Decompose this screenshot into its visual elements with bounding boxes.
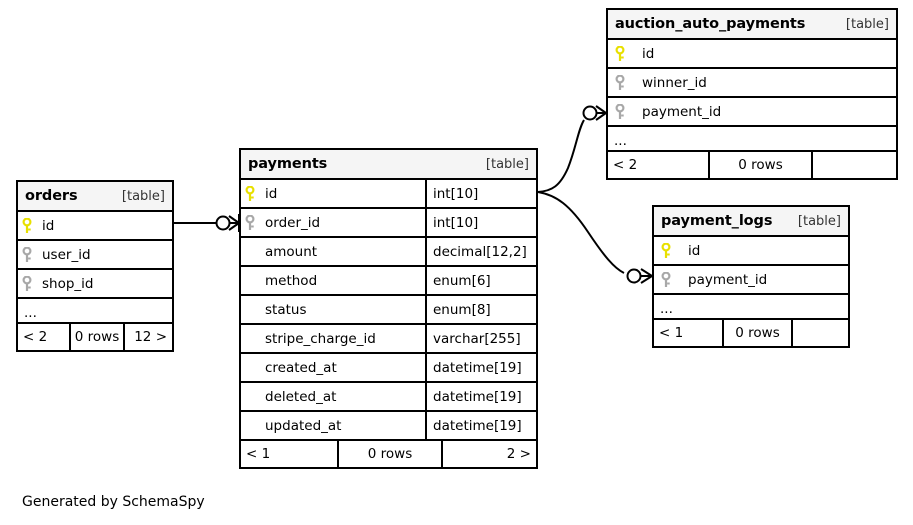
column-row[interactable]: id: [654, 237, 848, 266]
column-name: deleted_at: [265, 388, 337, 405]
column-name: id: [42, 217, 55, 234]
column-row[interactable]: updated_at datetime[19]: [241, 412, 536, 441]
key-placeholder: [241, 354, 259, 381]
column-name: method: [265, 272, 318, 289]
column-type: enum[8]: [425, 296, 536, 323]
key-placeholder: [241, 238, 259, 265]
column-row[interactable]: payment_id: [608, 98, 896, 127]
column-type: int[10]: [425, 180, 536, 207]
parent-relations-count[interactable]: < 1: [659, 325, 684, 341]
generated-by-caption: Generated by SchemaSpy: [22, 494, 205, 510]
key-placeholder: [241, 383, 259, 410]
column-type: decimal[12,2]: [425, 238, 536, 265]
column-name: shop_id: [42, 275, 94, 292]
column-type: datetime[19]: [425, 354, 536, 381]
foreign-key-icon: [654, 266, 678, 293]
table-header-payments[interactable]: payments [table]: [241, 150, 536, 180]
table-node-orders[interactable]: orders [table] id user_: [16, 180, 174, 352]
more-columns-indicator: ...: [18, 299, 172, 324]
column-row[interactable]: created_at datetime[19]: [241, 354, 536, 383]
key-placeholder: [241, 325, 259, 352]
column-row[interactable]: amount decimal[12,2]: [241, 238, 536, 267]
table-kind-label: [table]: [121, 188, 165, 204]
key-placeholder: [241, 267, 259, 294]
table-kind-label: [table]: [797, 213, 841, 229]
column-type: int[10]: [425, 209, 536, 236]
primary-key-icon: [608, 40, 632, 67]
column-row[interactable]: order_id int[10]: [241, 209, 536, 238]
primary-key-icon: [18, 212, 36, 239]
column-name: user_id: [42, 246, 91, 263]
table-title: auction_auto_payments: [615, 16, 806, 32]
foreign-key-icon: [608, 69, 632, 96]
column-row[interactable]: winner_id: [608, 69, 896, 98]
table-kind-label: [table]: [485, 156, 529, 172]
parent-relations-count[interactable]: < 2: [23, 329, 48, 345]
more-columns-indicator: ...: [654, 295, 848, 320]
column-name: stripe_charge_id: [265, 330, 376, 347]
table-title: payment_logs: [661, 213, 773, 229]
table-node-auction-auto-payments[interactable]: auction_auto_payments [table] id: [606, 8, 898, 180]
edge-orders-to-payments: [174, 214, 240, 232]
child-relations-count[interactable]: 12 >: [123, 324, 172, 350]
edge-payments-to-payment-logs: [537, 191, 653, 284]
column-name: payment_id: [642, 103, 722, 120]
table-node-payment-logs[interactable]: payment_logs [table] id: [652, 205, 850, 348]
column-name: updated_at: [265, 417, 342, 434]
foreign-key-icon: [241, 209, 259, 236]
column-name: id: [642, 45, 655, 62]
column-row[interactable]: user_id: [18, 241, 172, 270]
foreign-key-icon: [18, 241, 36, 268]
column-row[interactable]: method enum[6]: [241, 267, 536, 296]
foreign-key-icon: [18, 270, 36, 297]
column-name: id: [688, 242, 701, 259]
column-name: winner_id: [642, 74, 707, 91]
child-relations-count[interactable]: [811, 152, 896, 178]
column-row[interactable]: payment_id: [654, 266, 848, 295]
column-row[interactable]: stripe_charge_id varchar[255]: [241, 325, 536, 354]
column-type: datetime[19]: [425, 383, 536, 410]
edge-payments-to-auction-auto-payments: [537, 105, 607, 193]
column-row[interactable]: id: [608, 40, 896, 69]
column-type: varchar[255]: [425, 325, 536, 352]
parent-relations-count[interactable]: < 1: [246, 446, 271, 462]
table-footer-auction-auto-payments: < 2 0 rows: [608, 152, 896, 178]
column-name: payment_id: [688, 271, 768, 288]
row-count: 0 rows: [69, 324, 123, 350]
table-footer-payments: < 1 0 rows 2 >: [241, 441, 536, 467]
column-name: id: [265, 185, 278, 202]
column-name: status: [265, 301, 307, 318]
parent-relations-count[interactable]: < 2: [613, 157, 638, 173]
column-row[interactable]: deleted_at datetime[19]: [241, 383, 536, 412]
column-row[interactable]: shop_id: [18, 270, 172, 299]
column-name: created_at: [265, 359, 337, 376]
more-columns-indicator: ...: [608, 127, 896, 152]
table-title: orders: [25, 188, 78, 204]
key-placeholder: [241, 412, 259, 439]
column-row[interactable]: id int[10]: [241, 180, 536, 209]
table-footer-orders: < 2 0 rows 12 >: [18, 324, 172, 350]
table-kind-label: [table]: [845, 16, 889, 32]
primary-key-icon: [654, 237, 678, 264]
table-title: payments: [248, 156, 328, 172]
child-relations-count[interactable]: [791, 320, 848, 346]
column-type: enum[6]: [425, 267, 536, 294]
column-name: order_id: [265, 214, 321, 231]
table-header-payment-logs[interactable]: payment_logs [table]: [654, 207, 848, 237]
column-name: amount: [265, 243, 318, 260]
column-type: datetime[19]: [425, 412, 536, 439]
table-header-auction-auto-payments[interactable]: auction_auto_payments [table]: [608, 10, 896, 40]
child-relations-count[interactable]: 2 >: [441, 441, 536, 467]
table-node-payments[interactable]: payments [table] id int[10]: [239, 148, 538, 469]
row-count: 0 rows: [337, 441, 441, 467]
table-header-orders[interactable]: orders [table]: [18, 182, 172, 212]
primary-key-icon: [241, 180, 259, 207]
row-count: 0 rows: [722, 320, 791, 346]
foreign-key-icon: [608, 98, 632, 125]
row-count: 0 rows: [708, 152, 811, 178]
column-row[interactable]: id: [18, 212, 172, 241]
column-row[interactable]: status enum[8]: [241, 296, 536, 325]
key-placeholder: [241, 296, 259, 323]
table-footer-payment-logs: < 1 0 rows: [654, 320, 848, 346]
